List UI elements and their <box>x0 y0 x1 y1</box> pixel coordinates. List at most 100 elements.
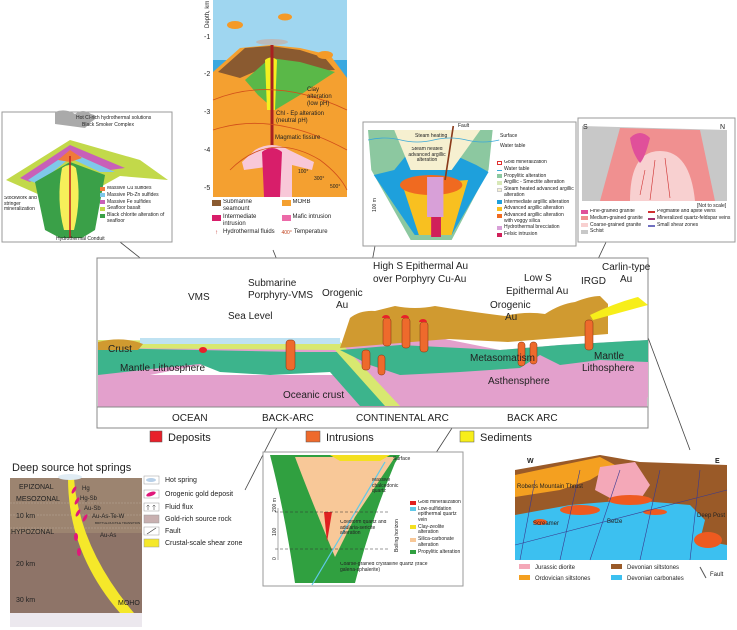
legend-swatch <box>497 160 502 165</box>
legend-label: Massive Cu sulfides <box>107 186 152 191</box>
metal-label: Au-Sb <box>84 506 101 512</box>
porphyry-panel: Depth, km -1 -2 -3 -4 -5 Clay alteration… <box>204 0 348 236</box>
legend-label: Coarse-grained granite <box>590 221 642 228</box>
legend-label: Devonian siltstones <box>627 565 679 571</box>
callout: Surface <box>393 456 410 462</box>
label-orogenic-au-right: Orogenic <box>490 300 531 311</box>
legend-label: Clay-zeolite alteration <box>418 523 445 536</box>
orogenic-legend: Hot spring Orogenic gold deposit Fluid f… <box>143 475 243 548</box>
low-s-panel: Surface Massive chalcedonic quartz Collo… <box>262 451 464 587</box>
legend-label: Intermediate intrusion <box>223 214 257 227</box>
orogenic-panel: Deep source hot springs EPIZONAL MESOZON… <box>10 462 243 627</box>
vein-line-icon <box>648 217 655 220</box>
depth-tick: -2 <box>204 71 210 78</box>
high-s-panel: Fault Surface Water table Steam heating … <box>362 121 577 247</box>
label-submarine-porphyry-vms: Porphyry-VMS <box>248 290 313 301</box>
label-orogenic-au-right: Au <box>505 312 517 323</box>
legend-label: Argillic - Smectite alteration <box>504 179 565 186</box>
legend-label: Seafloor basalt <box>107 205 141 212</box>
irgd-panel: S N [Not to scale] Fine-grained granite … <box>577 117 736 243</box>
legend-label: Gold mineralization <box>504 160 547 165</box>
fault-icon <box>146 527 157 535</box>
label-carlin-type: Carlin-type <box>602 262 651 273</box>
depth-tick: -4 <box>204 147 210 154</box>
label-orogenic-au: Orogenic <box>322 288 363 299</box>
legend-label: Low-sulfidation epithermal quartz vein <box>418 505 457 523</box>
direction-west: W <box>527 458 534 465</box>
legend-swatch <box>497 167 502 172</box>
fluid-flux-icon <box>146 504 156 510</box>
label-oceanic-crust: Oceanic crust <box>283 390 344 401</box>
legend-label: Crustal-scale shear zone <box>165 540 243 547</box>
gold-deposit-icon <box>146 491 156 497</box>
callout: (neutral pH) <box>276 118 308 124</box>
legend-swatch <box>410 550 416 554</box>
legend-label: Propylitic alteration <box>504 172 547 179</box>
zone-label: MESOZONAL <box>16 496 60 503</box>
vms-callout-stockwork: Stockwork and stringer mineralization <box>4 196 37 213</box>
direction-south: S <box>583 124 588 131</box>
legend-swatch <box>497 225 502 230</box>
label-irgd: IRGD <box>581 276 606 287</box>
label-screamer: Screamer <box>533 521 559 527</box>
depth-tick: -1 <box>204 34 210 41</box>
isotherm-label: 100° <box>298 169 308 175</box>
vms-callout-conduit: Hydrothermal Conduit <box>56 236 105 242</box>
legend-intrusions: Intrusions <box>326 432 374 444</box>
metal-label: Hg <box>82 486 90 492</box>
callout: Steam heating <box>415 133 447 139</box>
isotherm-label: 300° <box>314 176 324 182</box>
legend-swatch <box>581 229 588 234</box>
zone-label: EPIZONAL <box>19 484 54 491</box>
setting-back-arc: BACK-ARC <box>262 413 314 424</box>
legend-label: Massive Fe sulfides <box>107 198 151 205</box>
fault-icon <box>699 566 707 579</box>
legend-label: Mineralized quartz-feldspar veins <box>657 214 731 221</box>
depth-axis-label: Depth, km <box>205 1 211 28</box>
intrusions <box>285 317 594 376</box>
label-submarine-porphyry-vms: Submarine <box>248 278 297 289</box>
fluid-arrow-icon: ↑ <box>215 229 218 236</box>
legend-sediments: Sediments <box>480 432 532 444</box>
legend-swatch <box>410 537 416 542</box>
zone-label: 10 km <box>16 513 35 520</box>
legend-swatch <box>497 200 502 204</box>
setting-continental-arc: CONTINENTAL ARC <box>356 413 449 424</box>
carlin-panel: W E Roberts Mountain Thrust Screamer Bet… <box>514 455 728 582</box>
legend-label: Orogenic gold deposit <box>165 491 233 498</box>
label-mantle-lithosphere-right: Mantle <box>594 351 624 362</box>
callout: Massive chalcedonic quartz <box>372 478 399 495</box>
label-high-s-epithermal: High S Epithermal Au <box>373 261 468 272</box>
metal-label: BRITTLE-DUCTILE TRANSITION <box>95 521 140 525</box>
high-s-legend: Gold mineralization Water table Propylit… <box>497 160 574 238</box>
legend-deposits: Deposits <box>168 432 211 444</box>
metal-label: Au-As <box>100 533 116 539</box>
callout: Water table <box>500 143 526 149</box>
legend-label: Jurassic diorite <box>535 565 576 571</box>
legend-label: Advanced argillic alteration <box>504 205 564 212</box>
legend-swatch <box>100 186 105 191</box>
direction-north: N <box>720 124 725 131</box>
legend-swatch <box>281 199 291 206</box>
callout: Chl - Ep alteration <box>276 111 324 117</box>
setting-back-arc-right: BACK ARC <box>507 413 558 424</box>
zone-label: MOHO <box>118 600 140 607</box>
legend-label: Mafic intrusion <box>292 214 332 221</box>
orogenic-title: Deep source hot springs <box>12 462 132 474</box>
legend-label: Submarine seamount <box>223 199 253 212</box>
label-betze: Betze <box>607 519 623 525</box>
hot-spring-icon <box>146 478 156 482</box>
vms-callout-black-smoker: Black Smoker Complex <box>82 122 134 128</box>
scale-tick: 100 <box>272 527 278 536</box>
label-crust: Crust <box>108 344 132 355</box>
vein-line-icon <box>648 211 655 213</box>
label-orogenic-au: Au <box>336 300 348 311</box>
setting-ocean: OCEAN <box>172 413 208 424</box>
legend-swatch <box>410 507 416 512</box>
low-s-legend: Gold mineralization Low-sulfidation epit… <box>410 500 461 555</box>
legend-swatch <box>212 214 221 221</box>
scale-label: 100 m <box>372 198 378 212</box>
irgd-legend-rocks: Fine-grained granite Medium-grained gran… <box>581 209 647 235</box>
legend-label: Schist <box>590 228 604 235</box>
